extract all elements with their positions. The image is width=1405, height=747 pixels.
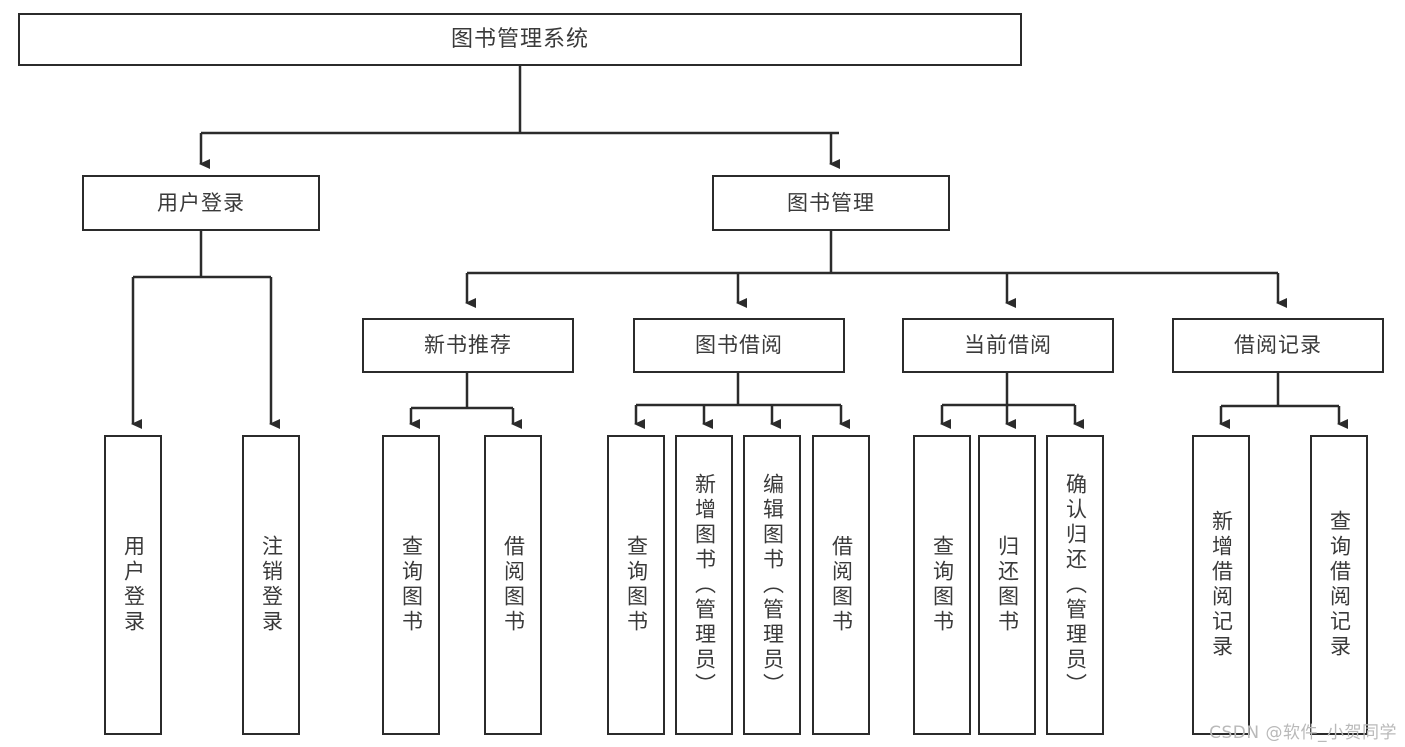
leaf-record-add[interactable]: 新增借阅记录 <box>1192 435 1250 735</box>
leaf-borrow-query-book-label: 查询图书 <box>624 535 649 635</box>
leaf-borrow-add-book-label: 新增图书（管理员） <box>692 472 717 698</box>
leaf-borrow-add-book[interactable]: 新增图书（管理员） <box>675 435 733 735</box>
leaf-user-login[interactable]: 用户登录 <box>104 435 162 735</box>
leaf-record-add-label: 新增借阅记录 <box>1209 510 1234 660</box>
leaf-record-query-label: 查询借阅记录 <box>1327 510 1352 660</box>
leaf-user-logout-label: 注销登录 <box>259 535 284 635</box>
node-book-borrow[interactable]: 图书借阅 <box>633 318 845 373</box>
node-borrow-record[interactable]: 借阅记录 <box>1172 318 1384 373</box>
leaf-recommend-query-book-label: 查询图书 <box>399 535 424 635</box>
leaf-user-logout[interactable]: 注销登录 <box>242 435 300 735</box>
node-current-borrow[interactable]: 当前借阅 <box>902 318 1114 373</box>
leaf-current-query-book-label: 查询图书 <box>930 535 955 635</box>
node-current-borrow-label: 当前借阅 <box>964 333 1052 357</box>
leaf-borrow-edit-book[interactable]: 编辑图书（管理员） <box>743 435 801 735</box>
node-new-book-recommend[interactable]: 新书推荐 <box>362 318 574 373</box>
leaf-recommend-borrow-book[interactable]: 借阅图书 <box>484 435 542 735</box>
leaf-borrow-query-book[interactable]: 查询图书 <box>607 435 665 735</box>
node-new-book-recommend-label: 新书推荐 <box>424 333 512 357</box>
node-root[interactable]: 图书管理系统 <box>18 13 1022 66</box>
leaf-borrow-borrow-book-label: 借阅图书 <box>829 535 854 635</box>
node-book-management-label: 图书管理 <box>787 190 875 215</box>
node-user-login-label: 用户登录 <box>157 190 245 215</box>
leaf-current-confirm-return[interactable]: 确认归还（管理员） <box>1046 435 1104 735</box>
leaf-current-query-book[interactable]: 查询图书 <box>913 435 971 735</box>
leaf-recommend-borrow-book-label: 借阅图书 <box>501 535 526 635</box>
node-user-login[interactable]: 用户登录 <box>82 175 320 231</box>
leaf-current-return-book-label: 归还图书 <box>995 535 1020 635</box>
leaf-borrow-edit-book-label: 编辑图书（管理员） <box>760 472 785 698</box>
leaf-current-return-book[interactable]: 归还图书 <box>978 435 1036 735</box>
node-book-management[interactable]: 图书管理 <box>712 175 950 231</box>
leaf-recommend-query-book[interactable]: 查询图书 <box>382 435 440 735</box>
leaf-record-query[interactable]: 查询借阅记录 <box>1310 435 1368 735</box>
node-root-label: 图书管理系统 <box>450 26 589 52</box>
leaf-current-confirm-return-label: 确认归还（管理员） <box>1063 472 1088 698</box>
node-book-borrow-label: 图书借阅 <box>695 333 783 357</box>
node-borrow-record-label: 借阅记录 <box>1234 333 1322 357</box>
leaf-user-login-label: 用户登录 <box>121 535 146 635</box>
leaf-borrow-borrow-book[interactable]: 借阅图书 <box>812 435 870 735</box>
